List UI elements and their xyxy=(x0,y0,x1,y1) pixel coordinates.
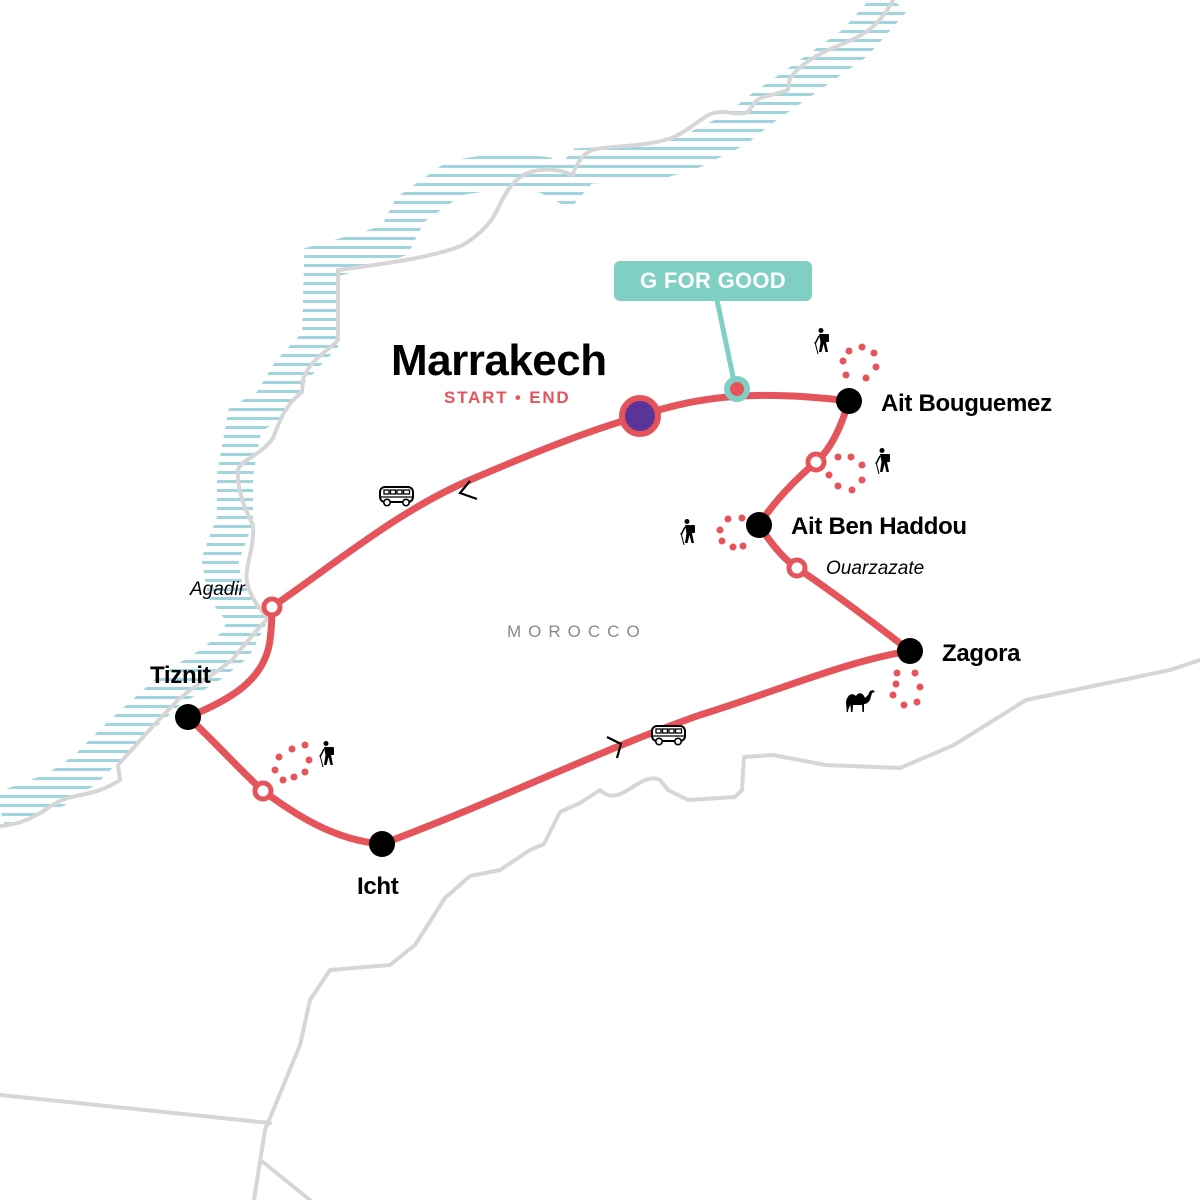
activity-loops xyxy=(271,343,924,784)
coastline-sea-hatch xyxy=(0,0,907,828)
waypoint-ouarzazate[interactable] xyxy=(786,557,808,579)
camel-icon xyxy=(846,690,875,712)
city-label-zagora: Zagora xyxy=(942,640,1021,667)
city-label-ait-ben-haddou: Ait Ben Haddou xyxy=(791,513,967,540)
hiking-icon xyxy=(814,327,830,355)
stop-tiznit[interactable] xyxy=(175,704,201,730)
waypoint-label-agadir: Agadir xyxy=(190,579,245,600)
start-end-label: START • END xyxy=(444,388,571,407)
activity-loop-ait-bouguemez-south xyxy=(825,453,866,494)
waypoint-marker[interactable] xyxy=(805,451,827,473)
hiking-icon xyxy=(680,518,696,546)
waypoint-label-ouarzazate: Ouarzazate xyxy=(826,558,925,579)
country-label: MOROCCO xyxy=(507,622,647,641)
bus-icon xyxy=(379,486,414,507)
gfg-marker[interactable] xyxy=(724,376,750,402)
city-label-icht: Icht xyxy=(357,873,399,900)
direction-arrows xyxy=(458,480,623,759)
city-label-ait-bouguemez: Ait Bouguemez xyxy=(881,390,1052,417)
waypoint-marker[interactable] xyxy=(252,780,274,802)
waypoint-agadir[interactable] xyxy=(261,596,283,618)
city-label-tiznit: Tiznit xyxy=(150,662,211,689)
hiking-icon xyxy=(319,740,335,768)
direction-arrow-icon xyxy=(458,480,478,501)
stop-ait-bouguemez[interactable] xyxy=(836,388,862,414)
stop-ait-ben-haddou[interactable] xyxy=(746,512,772,538)
hiking-icon xyxy=(875,447,891,475)
stop-icht[interactable] xyxy=(369,831,395,857)
city-label-marrakech: Marrakech xyxy=(391,336,607,385)
gfg-connector xyxy=(714,299,738,387)
direction-arrow-icon xyxy=(606,736,623,759)
stop-zagora[interactable] xyxy=(897,638,923,664)
activity-loop-zagora xyxy=(889,669,924,709)
start-end-marker-marrakech[interactable] xyxy=(619,395,661,437)
activity-loop-tiznit-icht xyxy=(271,741,313,784)
activity-loop-ait-bouguemez xyxy=(839,343,880,382)
activity-loop-ait-ben-haddou xyxy=(716,514,747,551)
g-for-good-badge[interactable]: G FOR GOOD xyxy=(614,261,812,301)
bus-icon xyxy=(651,725,686,746)
